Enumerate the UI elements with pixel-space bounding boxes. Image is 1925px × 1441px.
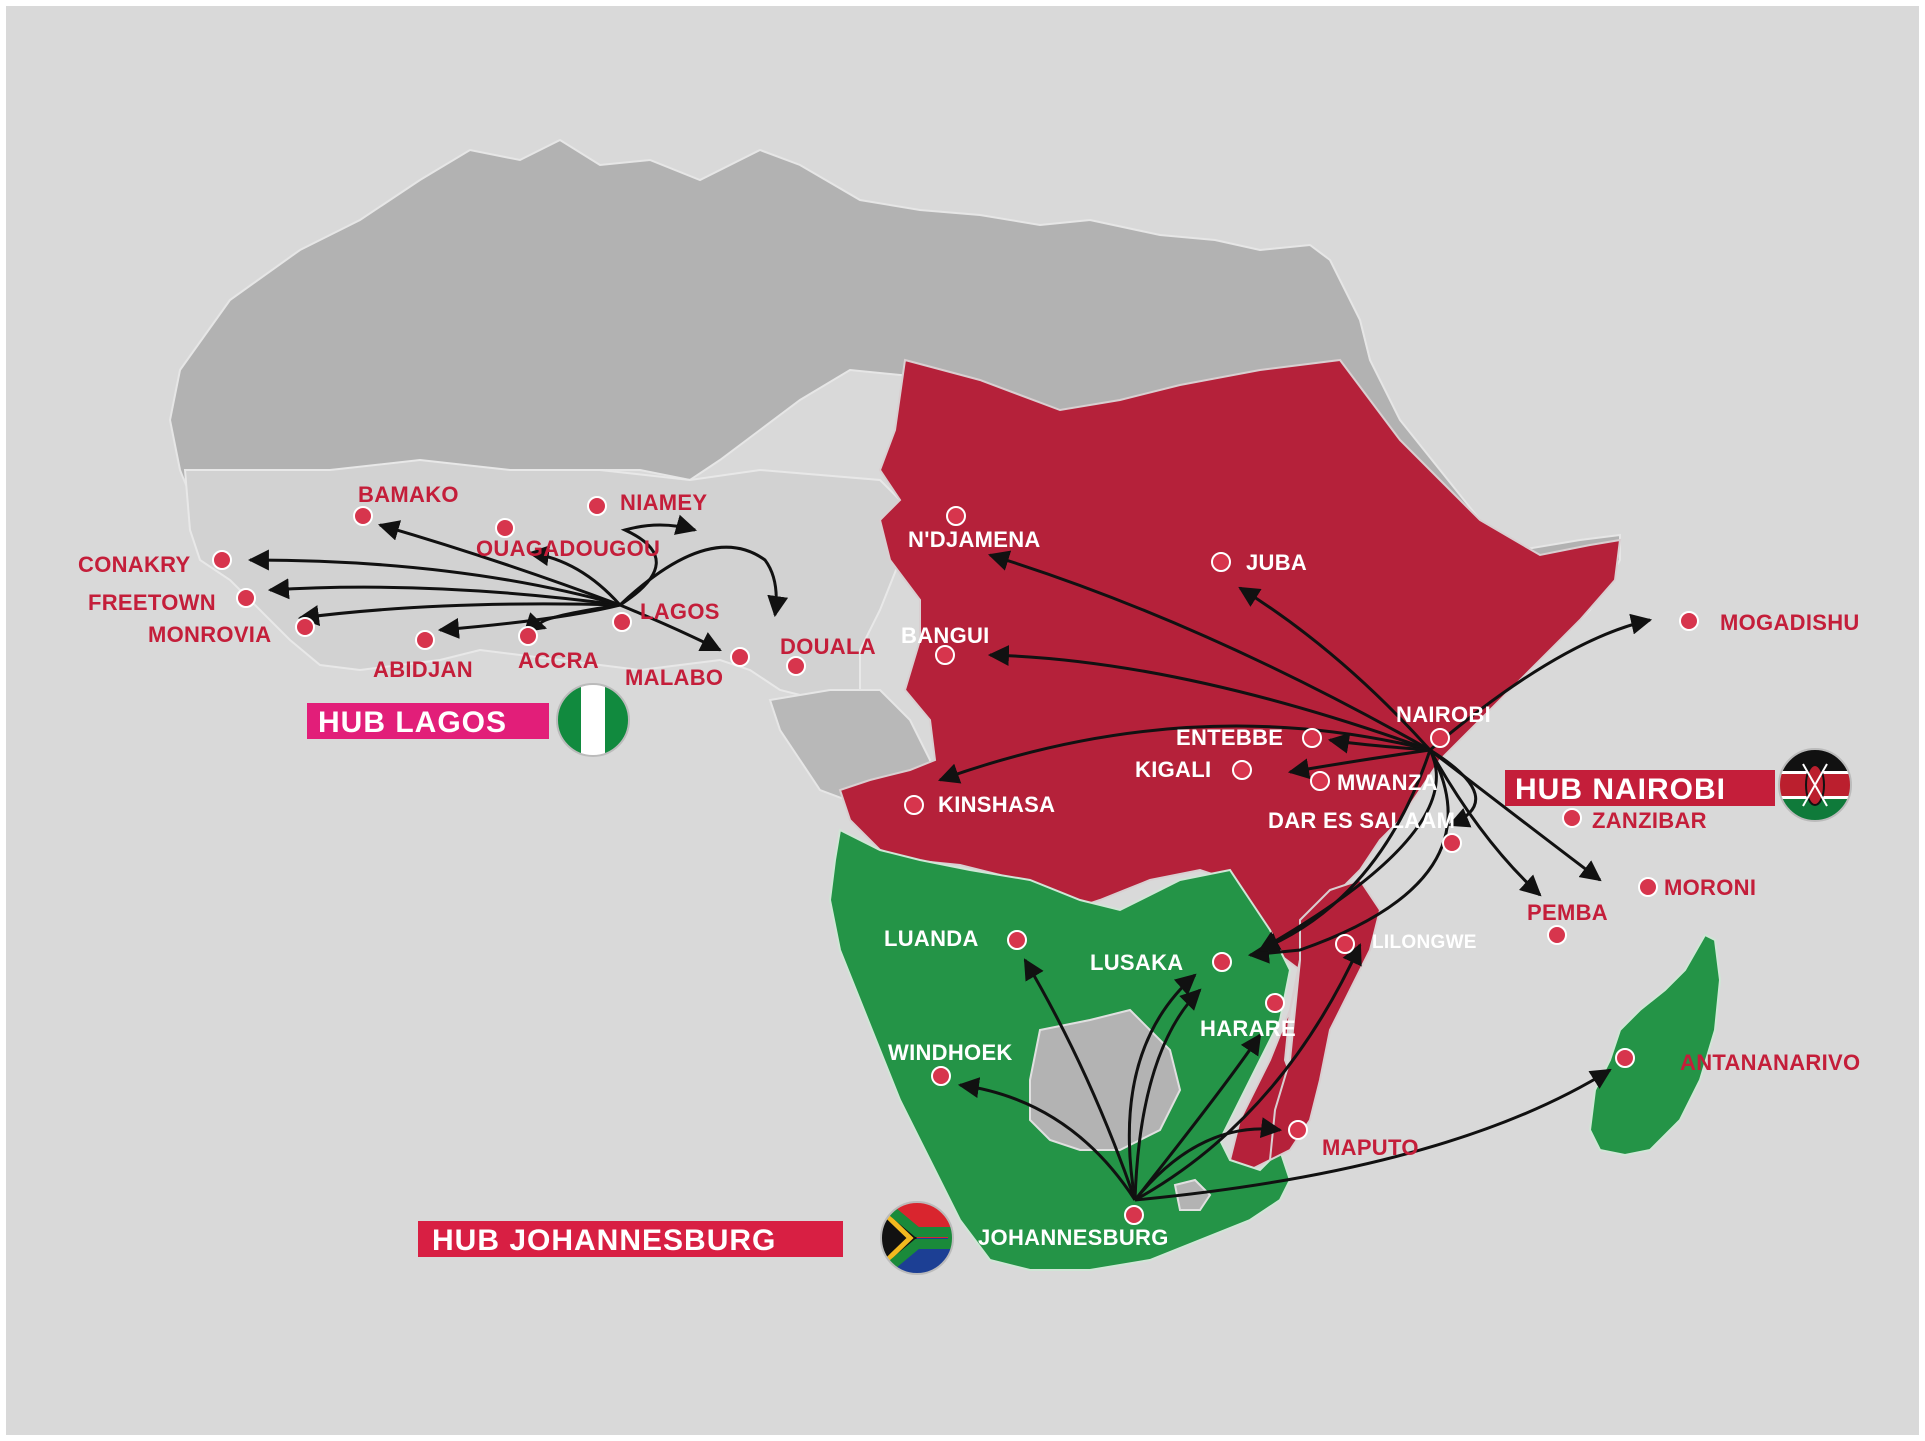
label-entebbe: ENTEBBE [1176, 725, 1283, 750]
hub-nairobi-banner [1505, 770, 1775, 806]
label-lilongwe: LILONGWE [1372, 932, 1477, 953]
label-juba: JUBA [1246, 550, 1307, 575]
hub-johannesburg-banner [418, 1221, 843, 1257]
label-monrovia: MONROVIA [148, 622, 271, 647]
route-map: BAMAKO NIAMEY OUAGADOUGOU CONAKRY FREETO… [78, 138, 1860, 1275]
label-ouagadougou: OUAGADOUGOU [476, 536, 660, 561]
label-malabo: MALABO [625, 665, 723, 690]
marker-bangui[interactable] [935, 645, 955, 665]
city-markers [212, 496, 1699, 1225]
hub-johannesburg-label: HUB JOHANNESBURG [432, 1224, 776, 1257]
routes-nairobi [938, 550, 1653, 964]
marker-lagos[interactable] [612, 612, 632, 632]
label-maputo: MAPUTO [1322, 1135, 1419, 1160]
label-luanda: LUANDA [884, 926, 979, 951]
label-lusaka: LUSAKA [1090, 950, 1183, 975]
marker-douala[interactable] [786, 656, 806, 676]
marker-kinshasa[interactable] [904, 795, 924, 815]
marker-freetown[interactable] [236, 588, 256, 608]
marker-accra[interactable] [518, 626, 538, 646]
marker-zanzibar[interactable] [1562, 808, 1582, 828]
label-antananarivo: ANTANANARIVO [1680, 1050, 1860, 1075]
marker-maputo[interactable] [1288, 1120, 1308, 1140]
label-lagos: LAGOS [640, 599, 720, 624]
label-ndjamena: N'DJAMENA [908, 527, 1041, 552]
label-douala: DOUALA [780, 634, 876, 659]
marker-niamey[interactable] [587, 496, 607, 516]
marker-malabo[interactable] [730, 647, 750, 667]
hub-lagos: HUB LAGOS [307, 683, 630, 757]
label-kigali: KIGALI [1135, 757, 1211, 782]
marker-bamako[interactable] [353, 506, 373, 526]
marker-kigali[interactable] [1232, 760, 1252, 780]
marker-abidjan[interactable] [415, 630, 435, 650]
label-bangui: BANGUI [901, 623, 990, 648]
label-nairobi: NAIROBI [1396, 702, 1491, 727]
hub-johannesburg: HUB JOHANNESBURG [418, 1201, 954, 1275]
label-abidjan: ABIDJAN [373, 657, 473, 682]
marker-nairobi[interactable] [1430, 728, 1450, 748]
label-niamey: NIAMEY [620, 490, 707, 515]
marker-dar-es-salaam[interactable] [1442, 833, 1462, 853]
hub-nairobi-label: HUB NAIROBI [1515, 773, 1726, 806]
marker-pemba[interactable] [1547, 925, 1567, 945]
label-zanzibar: ZANZIBAR [1592, 808, 1707, 833]
marker-luanda[interactable] [1007, 930, 1027, 950]
label-kinshasa: KINSHASA [938, 792, 1055, 817]
nigeria-flag-icon [556, 683, 630, 757]
label-accra: ACCRA [518, 648, 599, 673]
label-mogadishu: MOGADISHU [1720, 610, 1860, 635]
marker-antananarivo[interactable] [1615, 1048, 1635, 1068]
label-bamako: BAMAKO [358, 482, 459, 507]
label-windhoek: WINDHOEK [888, 1040, 1013, 1065]
marker-conakry[interactable] [212, 550, 232, 570]
label-freetown: FREETOWN [88, 590, 216, 615]
marker-entebbe[interactable] [1302, 728, 1322, 748]
marker-monrovia[interactable] [295, 617, 315, 637]
hub-nairobi: HUB NAIROBI [1505, 748, 1852, 822]
marker-lilongwe[interactable] [1335, 934, 1355, 954]
marker-mwanza[interactable] [1310, 771, 1330, 791]
label-dar-es-salaam: DAR ES SALAAM [1268, 808, 1455, 833]
city-labels: BAMAKO NIAMEY OUAGADOUGOU CONAKRY FREETO… [78, 482, 1860, 1250]
label-mwanza: MWANZA [1337, 770, 1438, 795]
marker-lusaka[interactable] [1212, 952, 1232, 972]
marker-johannesburg[interactable] [1124, 1205, 1144, 1225]
marker-ouagadougou[interactable] [495, 518, 515, 538]
marker-windhoek[interactable] [931, 1066, 951, 1086]
kenya-flag-icon [1778, 748, 1852, 822]
marker-moroni[interactable] [1638, 877, 1658, 897]
marker-harare[interactable] [1265, 993, 1285, 1013]
south-africa-flag-icon [880, 1201, 954, 1275]
marker-mogadishu[interactable] [1679, 611, 1699, 631]
label-moroni: MORONI [1664, 875, 1756, 900]
hub-lagos-label: HUB LAGOS [318, 706, 507, 739]
routes-lagos [247, 514, 789, 652]
routes-johannesburg [957, 943, 1612, 1202]
map-canvas: BAMAKO NIAMEY OUAGADOUGOU CONAKRY FREETO… [6, 6, 1919, 1435]
label-pemba: PEMBA [1527, 900, 1608, 925]
label-harare: HARARE [1200, 1016, 1296, 1041]
label-conakry: CONAKRY [78, 552, 191, 577]
marker-juba[interactable] [1211, 552, 1231, 572]
hub-lagos-banner [307, 703, 549, 739]
label-johannesburg: JOHANNESBURG [978, 1225, 1169, 1250]
marker-ndjamena[interactable] [946, 506, 966, 526]
madagascar-region [1588, 933, 1722, 1157]
